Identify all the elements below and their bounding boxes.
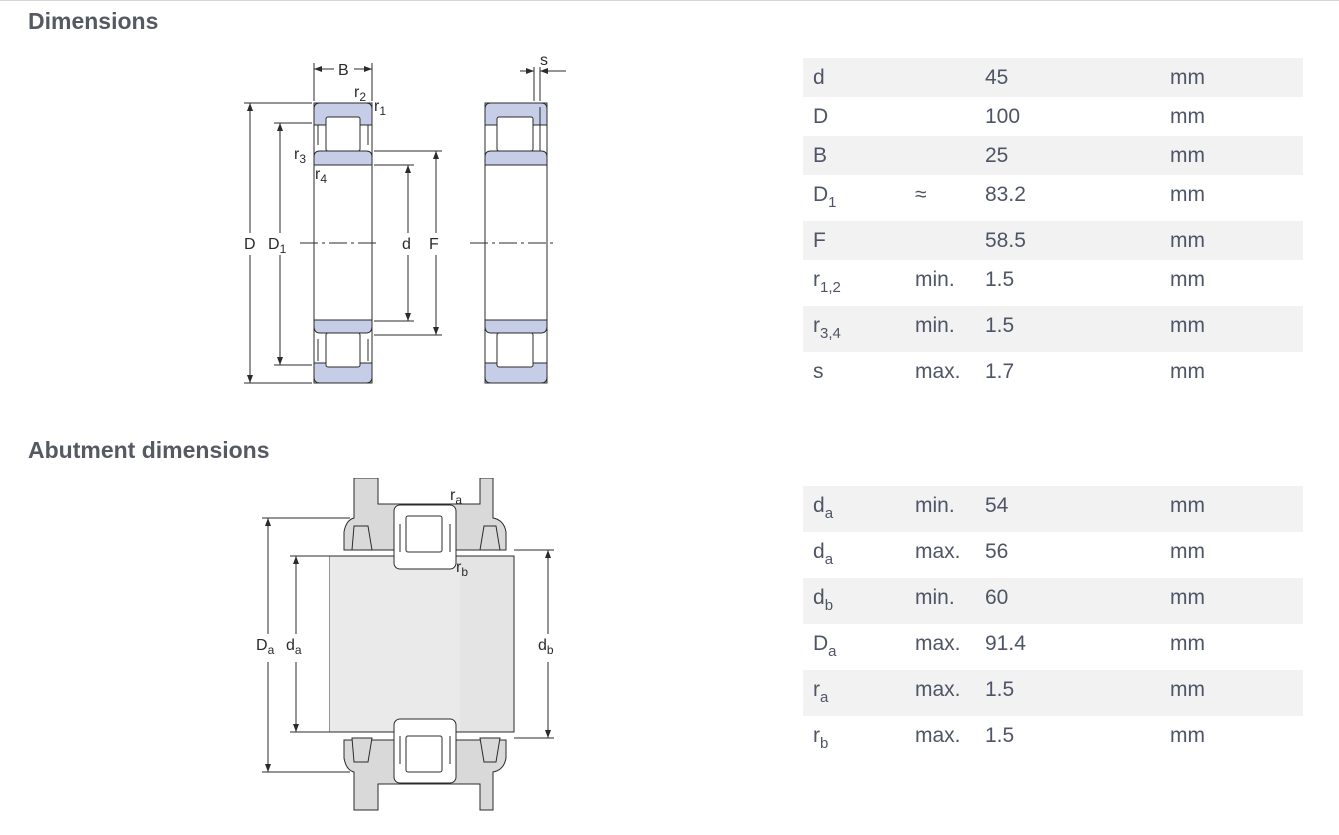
unit: mm	[1170, 66, 1205, 89]
symbol: db	[813, 586, 834, 614]
symbol: ra	[813, 678, 829, 706]
symbol: da	[813, 494, 834, 522]
table-row: db min. 60 mm	[803, 578, 1303, 624]
symbol: Da	[813, 632, 837, 660]
label-r4: r4	[315, 166, 327, 186]
table-row: B 25 mm	[803, 136, 1303, 175]
value: 60	[985, 586, 1009, 609]
table-row: D1 ≈ 83.2 mm	[803, 175, 1303, 221]
inner-ring-bottom	[313, 319, 373, 334]
unit: mm	[1170, 586, 1205, 609]
symbol: r3,4	[813, 314, 841, 342]
label-db: db	[538, 637, 554, 657]
symbol: r1,2	[813, 268, 841, 296]
table-row: F 58.5 mm	[803, 221, 1303, 260]
table-row: ra max. 1.5 mm	[803, 670, 1303, 716]
unit: mm	[1170, 540, 1205, 563]
label-s: s	[540, 52, 548, 69]
symbol: rb	[813, 724, 829, 752]
value: 54	[985, 494, 1009, 517]
table-row: d 45 mm	[803, 58, 1303, 97]
unit: mm	[1170, 229, 1205, 252]
symbol: s	[813, 360, 824, 383]
unit: mm	[1170, 494, 1205, 517]
unit: mm	[1170, 268, 1205, 291]
label-d: d	[402, 236, 411, 253]
unit: mm	[1170, 314, 1205, 337]
table-row: da min. 54 mm	[803, 486, 1303, 532]
value: 56	[985, 540, 1009, 563]
outer-ring-bottom	[313, 362, 373, 384]
table-row: r1,2 min. 1.5 mm	[803, 260, 1303, 306]
value: 1.5	[985, 724, 1015, 747]
dimensions-table: d 45 mm D 100 mm B 25 mm D1 ≈ 83.2 mm F …	[803, 58, 1303, 391]
qualifier: max.	[915, 360, 961, 383]
value: 83.2	[985, 183, 1026, 206]
table-row: rb max. 1.5 mm	[803, 716, 1303, 762]
top-divider	[0, 0, 1339, 1]
label-Da: Da	[256, 637, 275, 657]
unit: mm	[1170, 105, 1205, 128]
symbol: D1	[813, 183, 837, 211]
qualifier: max.	[915, 632, 961, 655]
label-B: B	[338, 62, 349, 79]
roller-bottom	[325, 332, 361, 368]
qualifier: min.	[915, 314, 955, 337]
value: 91.4	[985, 632, 1026, 655]
qualifier: ≈	[915, 183, 927, 206]
qualifier: max.	[915, 724, 961, 747]
value: 25	[985, 144, 1009, 167]
value: 45	[985, 66, 1009, 89]
unit: mm	[1170, 724, 1205, 747]
abutment-dimensions-title: Abutment dimensions	[28, 437, 270, 463]
qualifier: min.	[915, 268, 955, 291]
label-r2: r2	[354, 84, 366, 104]
label-da: da	[286, 637, 302, 657]
symbol: B	[813, 144, 828, 167]
value: 1.7	[985, 360, 1015, 383]
table-row: Da max. 91.4 mm	[803, 624, 1303, 670]
symbol: D	[813, 105, 829, 128]
dimensions-title: Dimensions	[28, 8, 159, 34]
abutment-dimensions-diagram: Da da db ra rb	[256, 478, 554, 811]
value: 1.5	[985, 314, 1015, 337]
value: 1.5	[985, 678, 1015, 701]
label-r1: r1	[374, 98, 386, 118]
symbol: F	[813, 229, 826, 252]
table-row: da max. 56 mm	[803, 532, 1303, 578]
qualifier: min.	[915, 586, 955, 609]
qualifier: min.	[915, 494, 955, 517]
roller-top	[325, 116, 361, 152]
table-row: r3,4 min. 1.5 mm	[803, 306, 1303, 352]
unit: mm	[1170, 360, 1205, 383]
label-D1: D1	[268, 236, 287, 256]
table-row: D 100 mm	[803, 97, 1303, 136]
label-D: D	[244, 236, 256, 253]
label-ra: ra	[450, 487, 462, 507]
abutment-table: da min. 54 mm da max. 56 mm db min. 60 m…	[803, 486, 1303, 762]
inner-ring-top	[313, 150, 373, 166]
bearing-dimensions-diagram: B s D D1 d F r2 r1 r3 r4	[244, 52, 566, 384]
label-r3: r3	[294, 146, 306, 166]
qualifier: max.	[915, 678, 961, 701]
label-F: F	[429, 236, 439, 253]
value: 1.5	[985, 268, 1015, 291]
unit: mm	[1170, 632, 1205, 655]
unit: mm	[1170, 144, 1205, 167]
value: 100	[985, 105, 1021, 128]
qualifier: max.	[915, 540, 961, 563]
symbol: d	[813, 66, 825, 89]
unit: mm	[1170, 183, 1205, 206]
symbol: da	[813, 540, 834, 568]
value: 58.5	[985, 229, 1026, 252]
table-row: s max. 1.7 mm	[803, 352, 1303, 391]
unit: mm	[1170, 678, 1205, 701]
label-rb: rb	[456, 559, 468, 579]
